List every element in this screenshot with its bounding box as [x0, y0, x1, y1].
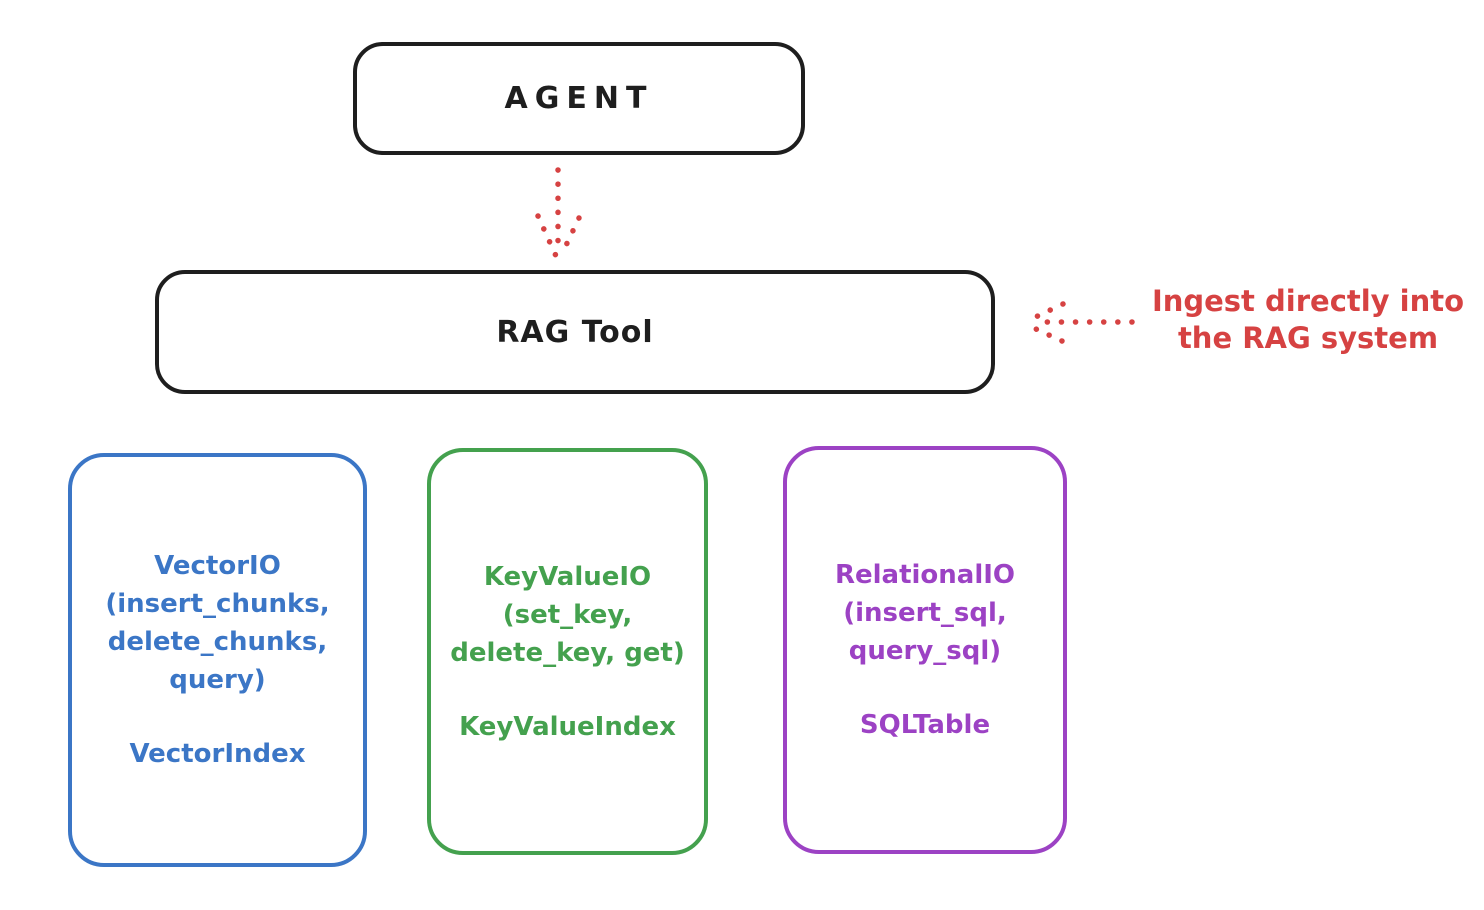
agent-to-rag-arrow [535, 167, 582, 259]
vector-io-box: VectorIO (insert_chunks, delete_chunks, … [68, 453, 367, 867]
ingest-arrow [1022, 301, 1135, 344]
relational-io-box: RelationalIO (insert_sql, query_sql) SQL… [783, 446, 1067, 854]
rag-tool-label: RAG Tool [496, 314, 654, 350]
keyvalue-io-box: KeyValueIO (set_key, delete_key, get) Ke… [427, 448, 708, 855]
keyvalue-io-api-label: KeyValueIO (set_key, delete_key, get) [450, 561, 685, 668]
agent-box: AGENT [353, 42, 805, 155]
vector-index-label: VectorIndex [129, 739, 306, 769]
agent-label: AGENT [504, 81, 654, 116]
vector-io-api-label: VectorIO (insert_chunks, delete_chunks, … [105, 551, 330, 695]
sql-table-label: SQLTable [859, 710, 991, 740]
rag-tool-box: RAG Tool [155, 270, 995, 394]
ingest-annotation: Ingest directly into the RAG system [1151, 284, 1465, 355]
relational-io-api-label: RelationalIO (insert_sql, query_sql) [834, 560, 1016, 666]
keyvalue-index-label: KeyValueIndex [459, 711, 676, 742]
